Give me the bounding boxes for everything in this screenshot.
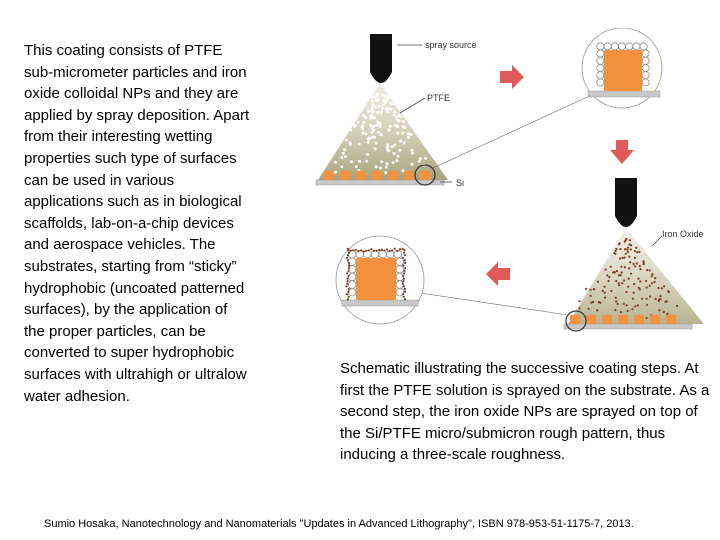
description-text: This coating consists of PTFE sub-microm… — [24, 42, 250, 405]
spray-source-label: spray source — [425, 40, 477, 50]
spray-nozzle-2 — [615, 178, 637, 227]
fe-detail-pillar — [356, 258, 396, 300]
ptfe-detail-substrate — [587, 90, 661, 98]
step1-ptfe-spray: spray source PTFE Si — [315, 34, 597, 188]
fe-detail-nanoparticles — [345, 247, 407, 301]
step2-iron-oxide-spray: Iron Oxide — [399, 178, 704, 332]
spray-nozzle-1 — [370, 34, 392, 83]
ptfe-particles — [333, 92, 428, 176]
zoom-circle-2 — [565, 310, 587, 332]
iron-oxide-spray-cone — [568, 228, 704, 324]
zoom-line-2 — [399, 289, 569, 316]
ptfe-spray-cone — [318, 83, 448, 180]
zoom-detail-iron-oxide — [335, 235, 425, 325]
substrate-pillars-2 — [570, 315, 676, 324]
substrate-pillars-1 — [324, 171, 430, 180]
coating-schematic: spray source PTFE Si Iron Oxide — [315, 28, 704, 332]
zoom-detail-ptfe — [581, 28, 663, 109]
fe-detail-substrate — [341, 299, 419, 307]
ptfe-beads — [596, 42, 650, 87]
ptfe-leader — [399, 97, 426, 114]
zoom-circle-1 — [414, 164, 436, 186]
arrow-left — [486, 262, 510, 286]
zoom-line-1 — [432, 92, 597, 169]
arrow-down — [610, 140, 634, 164]
figure-caption: Schematic illustrating the successive co… — [340, 360, 710, 464]
ptfe-label: PTFE — [427, 93, 450, 103]
arrow-right — [500, 65, 524, 89]
ptfe-detail-pillar — [604, 50, 642, 91]
si-substrate-1 — [315, 179, 445, 186]
fe-detail-ptfe-beads — [348, 249, 404, 297]
iron-oxide-leader — [651, 235, 663, 247]
si-label: Si — [456, 178, 464, 188]
citation: Sumio Hosaka, Nanotechnology and Nanomat… — [44, 518, 634, 530]
iron-oxide-label: Iron Oxide — [662, 229, 704, 239]
iron-oxide-particles — [578, 237, 679, 320]
